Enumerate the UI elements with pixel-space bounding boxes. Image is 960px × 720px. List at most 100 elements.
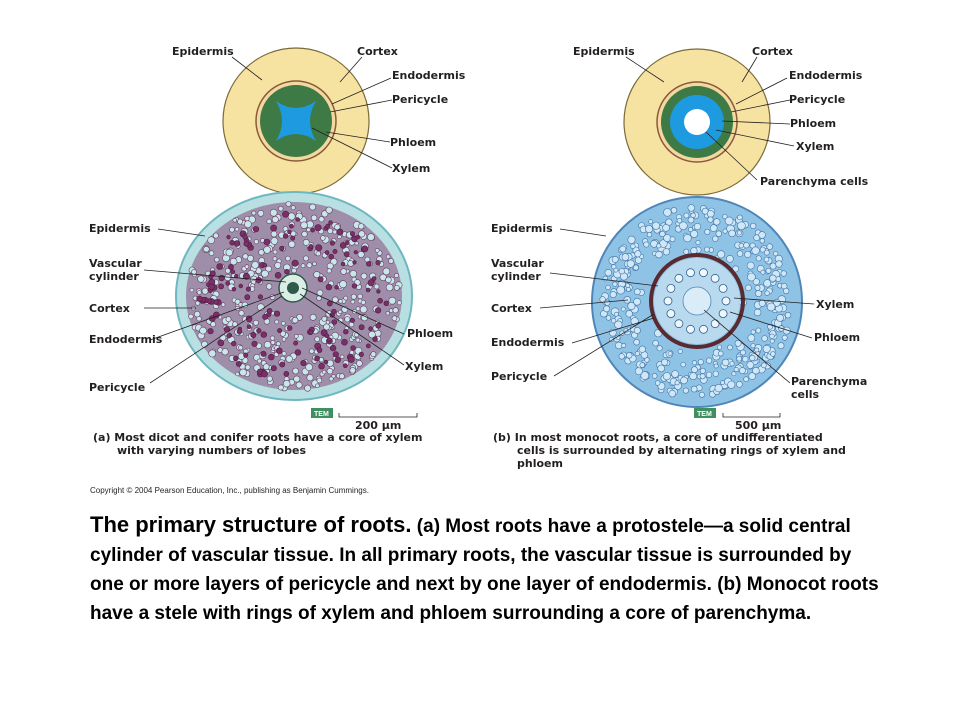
tissue-cell bbox=[780, 270, 787, 277]
tissue-cell bbox=[746, 261, 755, 270]
tissue-cell bbox=[376, 289, 381, 294]
tissue-cell bbox=[314, 336, 321, 343]
tissue-cell bbox=[618, 353, 625, 360]
tissue-cell bbox=[337, 234, 342, 240]
dicot-label-epidermis: Epidermis bbox=[172, 45, 234, 58]
tissue-cell bbox=[250, 331, 257, 338]
tissue-cell bbox=[654, 380, 661, 386]
tissue-cell bbox=[699, 391, 705, 398]
tissue-cell bbox=[671, 370, 679, 378]
tissue-cell bbox=[294, 349, 302, 356]
tissue-cell bbox=[266, 283, 273, 290]
dicot-tem-label: TEM bbox=[314, 411, 329, 418]
tissue-cell bbox=[769, 338, 775, 344]
tissue-cell bbox=[300, 221, 308, 229]
tissue-cell bbox=[351, 283, 358, 289]
monocot-micrograph: Epidermis Vascular cylinder Cortex Endod… bbox=[491, 196, 867, 470]
tissue-cell bbox=[750, 222, 757, 230]
figure-caption: The primary structure of roots. (a) Most… bbox=[90, 510, 890, 628]
tissue-cell bbox=[221, 302, 226, 307]
tissue-cell bbox=[196, 295, 203, 302]
tissue-cell bbox=[308, 329, 314, 335]
tissue-cell bbox=[350, 293, 357, 300]
tissue-cell bbox=[273, 310, 281, 317]
tissue-cell bbox=[274, 261, 282, 269]
tissue-cell bbox=[292, 367, 299, 375]
tissue-cell bbox=[236, 328, 243, 335]
xylem-vessel bbox=[699, 268, 708, 278]
tissue-cell bbox=[356, 360, 363, 367]
tissue-cell bbox=[308, 244, 314, 249]
tissue-cell bbox=[652, 339, 659, 347]
tissue-cell bbox=[238, 310, 245, 317]
tissue-cell bbox=[761, 335, 768, 342]
tissue-cell bbox=[300, 360, 307, 367]
tissue-cell bbox=[271, 216, 279, 224]
monocot-label-phloem: Phloem bbox=[790, 117, 836, 130]
tissue-cell bbox=[304, 384, 311, 392]
tissue-cell bbox=[736, 230, 742, 236]
monocot-caption-line-2: cells is surrounded by alternating rings… bbox=[517, 444, 846, 457]
tissue-cell bbox=[269, 335, 275, 341]
tissue-cell bbox=[640, 371, 650, 380]
tissue-cell bbox=[372, 336, 378, 342]
tissue-cell bbox=[279, 245, 285, 252]
tissue-cell bbox=[349, 270, 357, 278]
tissue-cell bbox=[339, 242, 347, 249]
tissue-cell bbox=[233, 240, 241, 247]
tissue-cell bbox=[704, 246, 710, 253]
tissue-cell bbox=[599, 296, 606, 303]
tissue-cell bbox=[197, 275, 205, 283]
tissue-cell bbox=[677, 348, 683, 354]
tissue-cell bbox=[661, 358, 669, 366]
tissue-cell bbox=[752, 367, 760, 375]
tissue-cell bbox=[314, 383, 320, 389]
xylem-vessel bbox=[686, 324, 695, 334]
tissue-cell bbox=[382, 267, 391, 276]
tissue-cell bbox=[729, 361, 735, 367]
tissue-cell bbox=[747, 272, 756, 282]
tissue-cell bbox=[316, 377, 323, 384]
xylem-vessel bbox=[674, 319, 684, 329]
tissue-cell bbox=[368, 326, 373, 332]
dicot-caption-line-2: with varying numbers of lobes bbox=[117, 444, 306, 457]
tissue-cell bbox=[669, 236, 676, 243]
tissue-cell bbox=[385, 283, 394, 292]
root-structure-figure: Epidermis Cortex Endodermis Pericycle Ph… bbox=[89, 45, 869, 495]
tissue-cell bbox=[244, 264, 250, 269]
monocot-tem-label: TEM bbox=[697, 411, 712, 418]
dicot-cortex-cells bbox=[188, 201, 403, 392]
tissue-cell bbox=[721, 358, 730, 367]
tissue-cell bbox=[323, 359, 329, 365]
tissue-cell bbox=[682, 387, 689, 394]
tissue-cell bbox=[229, 226, 235, 233]
monocot-label-parenchyma: Parenchyma cells bbox=[760, 175, 869, 188]
tissue-cell bbox=[763, 256, 770, 263]
tissue-cell bbox=[293, 333, 299, 339]
tissue-cell bbox=[272, 249, 278, 255]
tissue-cell bbox=[754, 284, 761, 291]
tissue-cell bbox=[704, 228, 711, 235]
tissue-cell bbox=[720, 380, 725, 385]
tissue-cell bbox=[610, 318, 617, 324]
tissue-cell bbox=[340, 261, 346, 267]
xylem-vessel bbox=[663, 296, 673, 306]
dicot-scale-label: 200 µm bbox=[355, 419, 401, 432]
tissue-cell bbox=[759, 238, 765, 244]
tissue-cell bbox=[705, 371, 713, 378]
tissue-cell bbox=[349, 231, 355, 237]
tissue-cell bbox=[334, 356, 341, 364]
tissue-cell bbox=[289, 223, 294, 229]
tissue-cell bbox=[392, 307, 399, 314]
tissue-cell bbox=[309, 313, 317, 321]
tissue-cell bbox=[375, 322, 382, 329]
tissue-cell bbox=[313, 271, 321, 279]
tissue-cell bbox=[367, 233, 375, 241]
tissue-cell bbox=[742, 356, 749, 363]
tissue-cell bbox=[238, 283, 244, 289]
tissue-cell bbox=[225, 281, 230, 286]
tissue-cell bbox=[690, 385, 698, 393]
tissue-cell bbox=[358, 223, 365, 230]
tissue-cell bbox=[262, 313, 268, 320]
tissue-cell bbox=[609, 291, 617, 299]
